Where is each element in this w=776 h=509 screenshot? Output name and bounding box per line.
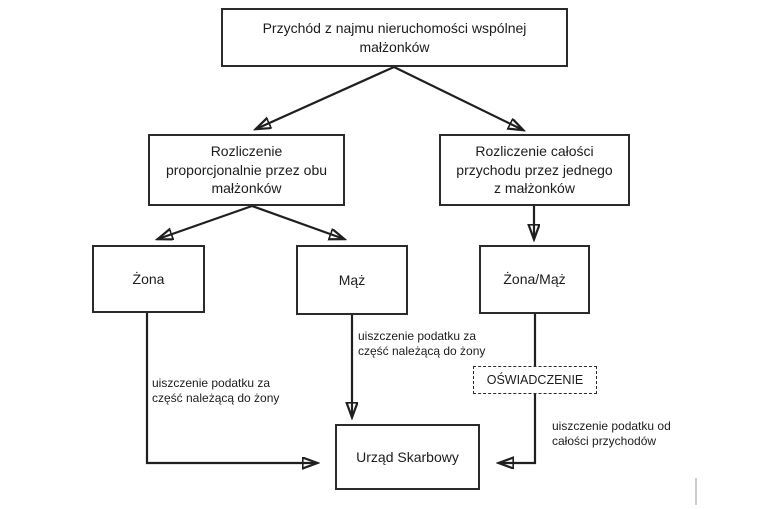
edge-label-whole-payment: uiszczenie podatku od całości przychodów <box>552 419 671 448</box>
node-husband: Mąż <box>296 245 408 315</box>
node-proportional-settlement: Rozliczenie proporcjonalnie przez obu ma… <box>148 134 345 206</box>
arrow-income-to-proportional <box>256 65 395 129</box>
node-tax-office: Urząd Skarbowy <box>335 424 480 490</box>
arrow-proportional-to-husband <box>251 204 344 239</box>
node-statement: OŚWIADCZENIE <box>473 366 597 394</box>
node-wife-or-husband: Żona/Mąż <box>479 245 590 314</box>
arrow-wife-to-taxoffice <box>145 313 317 463</box>
arrow-statement-to-taxoffice <box>499 394 537 463</box>
edge-label-husband-payment: uiszczenie podatku za część należącą do … <box>358 329 486 358</box>
arrow-income-to-whole <box>393 66 523 130</box>
node-wife: Żona <box>92 245 205 313</box>
edge-label-wife-payment: uiszczenie podatku za część należącą do … <box>152 376 280 405</box>
arrow-proportional-to-wife <box>158 204 253 239</box>
node-whole-settlement: Rozliczenie całości przychodu przez jedn… <box>439 134 630 206</box>
node-rental-income: Przychód z najmu nieruchomości wspólnej … <box>221 8 568 67</box>
